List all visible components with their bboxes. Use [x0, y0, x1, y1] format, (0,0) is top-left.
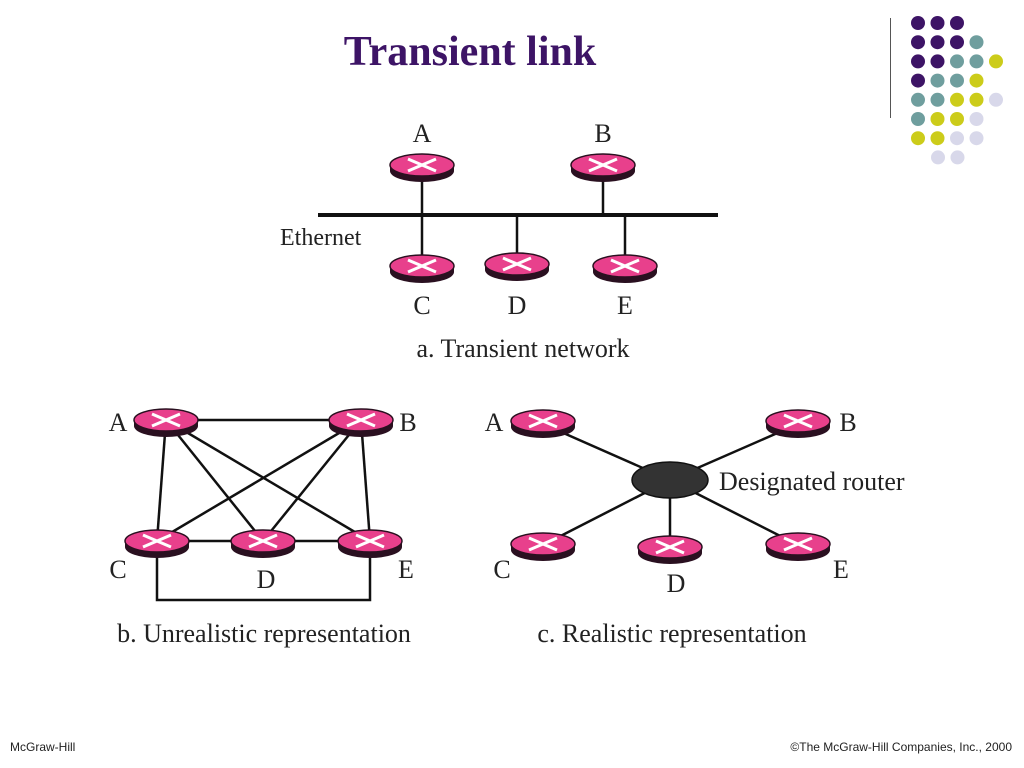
panel-a-router-e [592, 254, 658, 283]
panel-b-unrealistic-representation: A B C D E b. Unrealistic representation [109, 408, 417, 648]
panel-b-label-d: D [257, 565, 276, 594]
footer-copyright: ©The McGraw-Hill Companies, Inc., 2000 [790, 740, 1012, 754]
panel-c-label-d: D [667, 569, 686, 598]
panel-b-label-b: B [399, 408, 416, 437]
link-a-e [165, 418, 371, 543]
panel-c-label-a: A [485, 408, 504, 437]
designated-router-label: Designated router [719, 467, 905, 496]
panel-c-router-b [765, 409, 831, 438]
accent-line [890, 18, 891, 118]
slide-title: Transient link [343, 29, 597, 75]
link-b-e [359, 419, 372, 542]
panel-b-router-e [337, 529, 403, 558]
panel-a-router-a [389, 153, 455, 182]
link-a-c [155, 419, 168, 542]
link-b-c [156, 418, 362, 543]
panel-c-router-d [637, 535, 703, 564]
panel-a-caption: a. Transient network [416, 334, 629, 363]
panel-b-caption: b. Unrealistic representation [117, 619, 411, 648]
panel-b-label-e: E [398, 555, 414, 584]
panel-c-label-b: B [839, 408, 856, 437]
panel-b-router-b [328, 408, 394, 437]
panel-a-router-d [484, 252, 550, 281]
link-b-d [262, 419, 362, 542]
panel-b-router-c [124, 529, 190, 558]
footer-publisher: McGraw-Hill [10, 740, 76, 754]
panel-a-label-c: C [413, 291, 430, 320]
panel-a-label-a: A [413, 119, 432, 148]
panel-b-links [155, 418, 372, 543]
panel-c-label-e: E [833, 555, 849, 584]
panel-a-label-d: D [508, 291, 527, 320]
panel-b-label-c: C [109, 555, 126, 584]
panel-c-caption: c. Realistic representation [537, 619, 806, 648]
ethernet-label: Ethernet [280, 225, 362, 251]
panel-b-router-d [230, 529, 296, 558]
designated-router-node [631, 461, 709, 499]
panel-c-realistic-representation: Designated router A B C D E c. Realistic… [485, 408, 905, 648]
router-icons [124, 153, 831, 564]
panel-b-label-a: A [109, 408, 128, 437]
panel-c-router-a [510, 409, 576, 438]
panel-a-router-c [389, 254, 455, 283]
panel-b-router-a [133, 408, 199, 437]
link-c-e-loop [155, 548, 372, 602]
panel-a-label-e: E [617, 291, 633, 320]
panel-a-router-b [570, 153, 636, 182]
link-a-d [165, 419, 264, 542]
panel-c-router-e [765, 532, 831, 561]
panel-c-label-c: C [493, 555, 510, 584]
panel-a-transient-network: Ethernet A B C D E a. Transient network [280, 119, 718, 363]
panel-c-router-c [510, 532, 576, 561]
panel-a-label-b: B [594, 119, 611, 148]
